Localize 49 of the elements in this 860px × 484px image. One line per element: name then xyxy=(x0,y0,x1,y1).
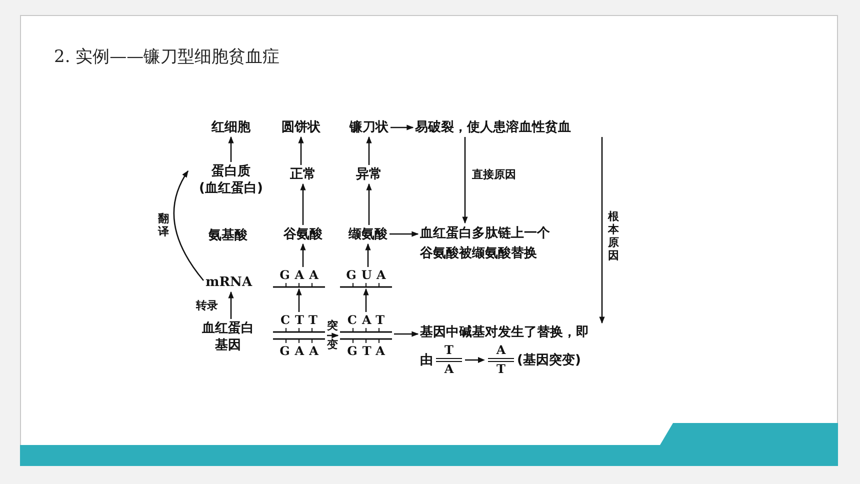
arrow xyxy=(363,288,369,312)
stage-label: 血红蛋白多肽链上一个谷氨酸被缬氨酸替换 xyxy=(420,224,552,264)
edge-label: 突变 xyxy=(327,318,339,353)
explanation-text: 由 xyxy=(420,352,433,368)
arrow xyxy=(390,231,419,237)
edge-label: 转录 xyxy=(196,299,218,312)
arrow xyxy=(173,170,204,281)
arrow xyxy=(327,332,339,338)
base-letter: T xyxy=(496,363,506,376)
stage-label: 圆饼状 xyxy=(282,119,320,136)
stage-label: 红细胞 xyxy=(212,119,250,136)
arrow xyxy=(390,124,414,130)
arrow xyxy=(366,136,372,165)
edge-label: 翻译 xyxy=(158,212,170,238)
stage-label: 氨基酸 xyxy=(208,227,248,244)
arrow xyxy=(228,291,234,319)
arrow xyxy=(462,137,468,224)
arrow xyxy=(599,137,605,324)
base-letters: GTA xyxy=(346,344,391,358)
base-letter: A xyxy=(496,344,506,357)
stage-label: 正常 xyxy=(290,166,316,183)
base-letters: CAT xyxy=(346,313,391,327)
slide-title: 2. 实例——镰刀型细胞贫血症 xyxy=(54,46,280,68)
explanation-text: (基因突变) xyxy=(517,352,581,368)
stage-label: 谷氨酸 xyxy=(284,226,322,243)
stage-label: 易破裂，使人患溶血性贫血 xyxy=(415,119,571,136)
edge-label: 直接原因 xyxy=(472,168,516,181)
arrow xyxy=(365,243,371,267)
base-letters: CTT xyxy=(280,313,324,327)
arrow xyxy=(228,136,234,162)
base-letters: GAA xyxy=(278,344,324,358)
base-letter: A xyxy=(444,363,454,376)
stage-label: 血红蛋白基因 xyxy=(201,320,255,354)
stage-label: mRNA xyxy=(206,274,252,291)
arrow xyxy=(300,183,306,225)
stage-label: 蛋白质(血红蛋白) xyxy=(190,163,272,197)
arrow xyxy=(298,136,304,165)
stage-label: 缬氨酸 xyxy=(348,226,388,243)
edge-label: 根本原因 xyxy=(608,210,620,262)
arrow xyxy=(300,243,306,267)
stage-label: 镰刀状 xyxy=(350,119,388,136)
base-letter: T xyxy=(444,344,454,357)
base-letters: GUA xyxy=(345,268,392,282)
base-letters: GAA xyxy=(278,268,324,282)
arrow xyxy=(366,183,372,225)
stage-label: 异常 xyxy=(356,166,382,183)
explanation-text: 基因中碱基对发生了替换，即 xyxy=(420,324,589,342)
arrow xyxy=(296,288,302,312)
arrow xyxy=(394,331,419,337)
